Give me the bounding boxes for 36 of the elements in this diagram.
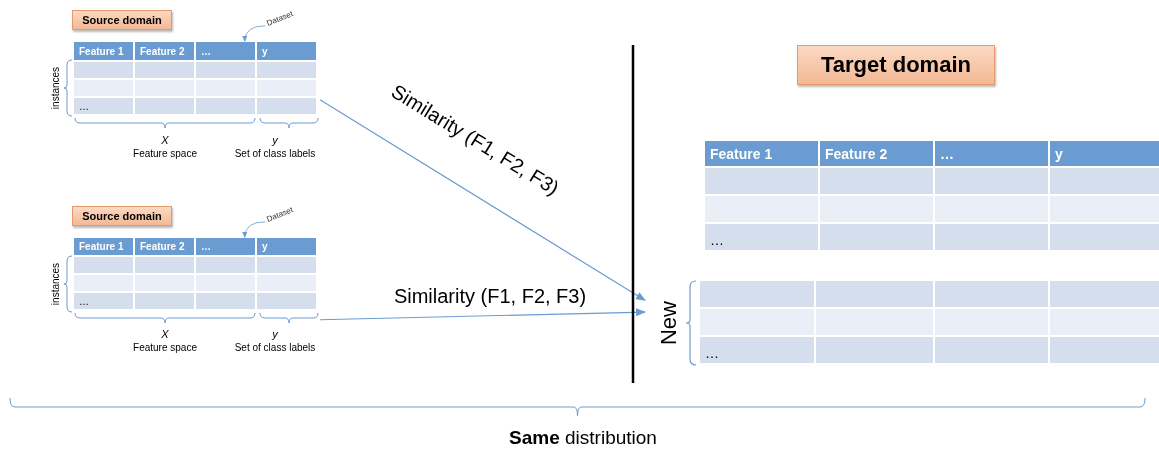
row-group-label: New <box>655 300 682 347</box>
arrow <box>319 99 646 301</box>
annotation-text: Feature space <box>133 341 197 353</box>
axis-label: instances <box>49 262 61 306</box>
table-cell: … <box>700 337 814 363</box>
annotation-text: y <box>272 328 278 340</box>
title-tag: Target domain <box>797 45 995 85</box>
title-tag: Source domain <box>72 206 172 226</box>
annotation-text: X <box>161 328 169 340</box>
table-cell: … <box>74 293 133 309</box>
column-header: … <box>935 141 1048 166</box>
annotation-text: X <box>161 134 169 146</box>
column-header: Feature 1 <box>705 141 818 166</box>
column-header: y <box>257 238 316 255</box>
data-table <box>705 141 1159 252</box>
column-header: Feature 1 <box>74 42 133 60</box>
column-header: Feature 2 <box>135 238 194 255</box>
column-header: Feature 2 <box>135 42 194 60</box>
annotation-text: y <box>272 134 278 146</box>
column-header: Feature 2 <box>820 141 933 166</box>
title-tag: Source domain <box>72 10 172 30</box>
annotation-text: Feature space <box>133 147 197 159</box>
column-header: y <box>257 42 316 60</box>
arrow <box>319 308 646 321</box>
column-header: Feature 1 <box>74 238 133 255</box>
annotation-text: Set of class labels <box>234 147 316 159</box>
caption: Same distribution <box>509 427 657 449</box>
axis-label: instances <box>49 66 61 110</box>
column-header: … <box>196 238 255 255</box>
annotation-text: Set of class labels <box>234 341 316 353</box>
table-cell: … <box>705 224 818 250</box>
data-table <box>74 42 318 116</box>
data-table <box>74 238 318 311</box>
column-header: … <box>196 42 255 60</box>
column-header: y <box>1050 141 1159 166</box>
table-cell: … <box>74 98 133 114</box>
